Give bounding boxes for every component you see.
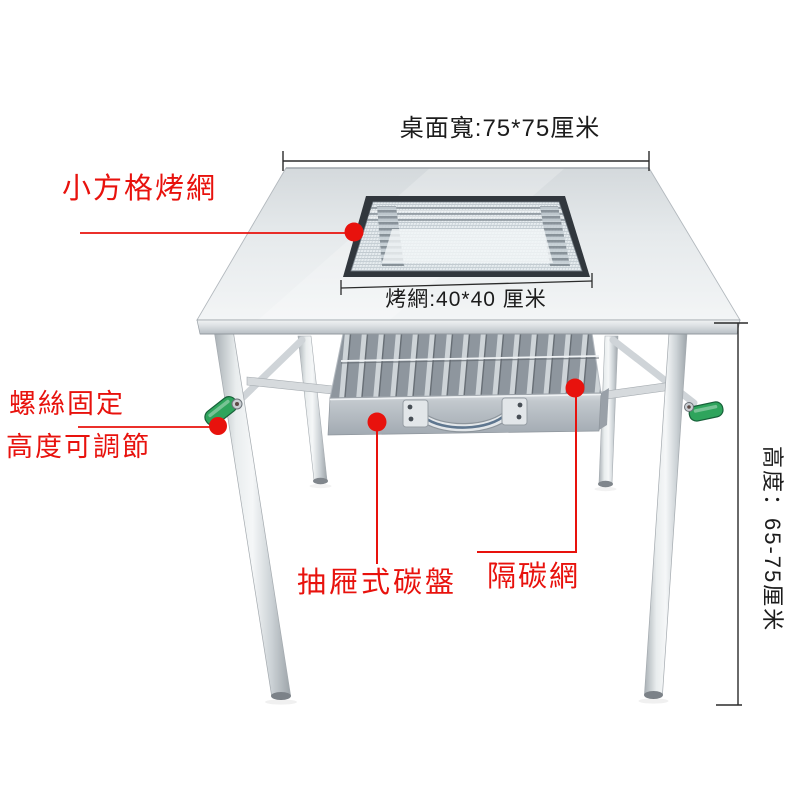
height-dimension-label: 高度：65-75厘米 — [760, 446, 785, 633]
grill-center-highlight — [382, 229, 553, 263]
leader-dot-charcoal-net — [565, 378, 585, 398]
screw-fix-callout-line1: 螺絲固定 — [9, 389, 125, 419]
grill-inset — [343, 196, 590, 277]
leader-dot-drawer — [367, 412, 387, 432]
leader-screw-fix — [78, 417, 227, 435]
side-rail-left — [246, 376, 334, 395]
dimension-height — [714, 322, 748, 706]
charcoal-separator-net — [329, 332, 602, 399]
rear-right-foot-cap — [598, 480, 613, 488]
rear-left-leg — [297, 335, 332, 489]
leader-dot-screw-fix — [209, 417, 227, 435]
dimension-grill-size — [340, 273, 593, 295]
grill-mesh-callout-label: 小方格烤網 — [62, 173, 218, 205]
handle-plate-right — [501, 397, 528, 426]
front-left-foot-cap — [271, 692, 291, 700]
table-apron — [196, 319, 741, 335]
dimension-table-width — [282, 151, 650, 171]
rear-right-leg — [594, 335, 619, 492]
fold-brace-left — [232, 336, 306, 408]
charcoal-drawer — [327, 332, 609, 436]
leader-dot-grill-mesh — [344, 222, 364, 242]
screw-fix-callout-line2: 高度可調節 — [6, 432, 151, 462]
leader-drawer — [367, 412, 387, 564]
screw-clamp-right — [688, 401, 724, 422]
charcoal-drawer-callout-label: 抽屜式碳盤 — [297, 567, 458, 599]
table-width-dimension-label: 桌面寬:75*75厘米 — [399, 115, 601, 142]
handle-plate-left — [402, 399, 429, 428]
charcoal-net-callout-label: 隔碳網 — [487, 561, 581, 593]
leader-charcoal-net — [477, 378, 585, 553]
leader-grill-mesh — [80, 222, 364, 242]
drawer-front-panel — [327, 392, 602, 436]
grill-size-dimension-label: 烤網:40*40 厘米 — [385, 288, 547, 311]
front-right-foot-cap — [644, 691, 663, 699]
rear-left-foot-cap — [313, 477, 328, 485]
drawer-right-side — [599, 388, 609, 430]
drawer-handle — [402, 397, 528, 433]
